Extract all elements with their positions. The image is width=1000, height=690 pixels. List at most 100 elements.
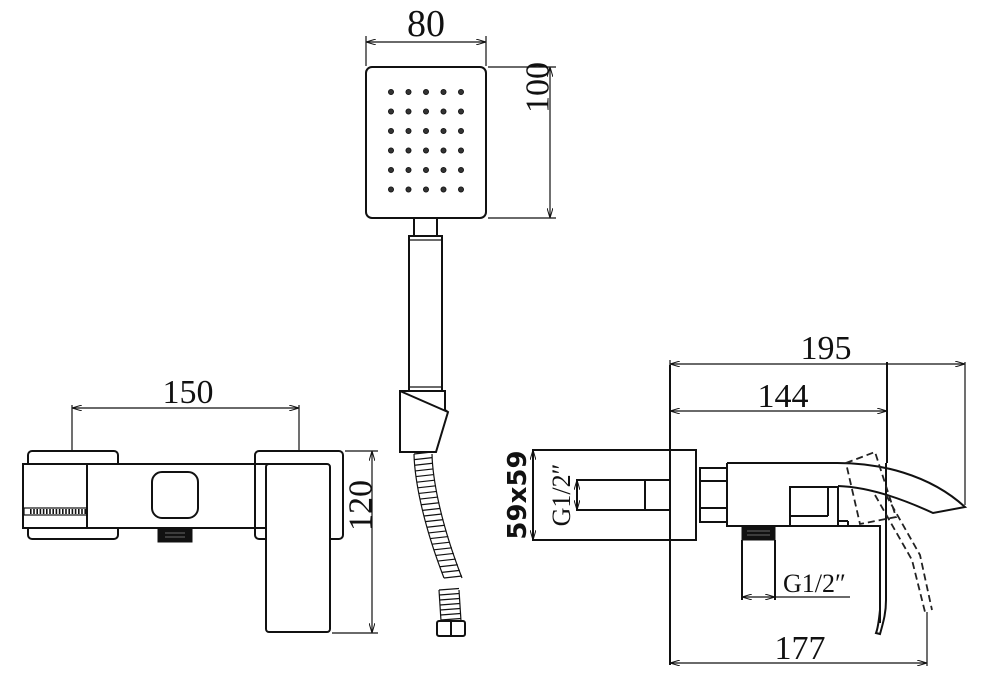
hose-rib [439,592,460,596]
knurl-tick [81,509,83,514]
hose-rib [439,564,458,568]
side-view: 195 144 177 59x59 G1/2″ G1/2″ [503,330,968,667]
lever [847,463,887,636]
knurl-tick [78,509,80,514]
outlet-thread [157,527,193,543]
knurl-tick [39,509,42,514]
hose-rib [425,519,444,523]
hose-rib [440,607,461,611]
hose-rib [415,468,434,472]
hose-rib [439,602,460,606]
cartridge-window [789,486,839,527]
hex-nut [699,467,728,523]
knurl-tick [55,509,58,514]
dim-177-label: 177 [775,630,826,667]
nozzle-dot [405,108,412,115]
nozzle-dot [387,166,394,173]
dimension-100: 100 [488,62,557,219]
dim-100-label: 100 [520,62,557,113]
knurl-tick [42,509,45,514]
dimension-outlet-thread: G1/2″ [743,569,850,598]
nozzle-dot [405,127,412,134]
hose-rib [440,617,461,621]
knurl-tick [62,509,64,514]
nozzle-dot [405,166,412,173]
knurl-tick [65,509,67,514]
nozzle-dot [405,89,412,96]
nozzle-dot [457,127,464,134]
nozzle-dot [457,147,464,154]
hose-rib [431,541,451,545]
nozzle-grid [387,89,464,193]
inlet-thread-label: G1/2″ [547,464,576,527]
nozzle-dot [405,147,412,154]
nozzle-dot [457,108,464,115]
knurl-tick [33,509,35,514]
hand-shower: 80 100 [365,3,557,637]
knurl-tick [71,509,74,514]
hose-rib [417,485,436,489]
dimension-inlet-thread: G1/2″ [547,464,577,527]
hose-rib [421,502,440,506]
right-body [265,463,331,633]
hose-rib [439,597,460,601]
nozzle-dot [440,89,447,96]
hose-rib [414,462,433,466]
nozzle-dot [422,127,429,134]
shower-hose [413,451,463,622]
hose-rib [426,524,445,528]
dimension-120: 120 [332,450,380,634]
outlet-thread-label: G1/2″ [783,569,846,598]
hose-edge [431,453,463,579]
inlet-pipe [576,479,671,511]
hose-rib [416,479,435,483]
hose-rib [418,490,437,495]
hose-rib [433,547,452,551]
lever-alt-position [844,450,933,613]
front-view: 150 120 [22,374,380,634]
hose-rib [443,575,463,579]
nozzle-dot [440,108,447,115]
hose-rib [415,473,435,478]
nozzle-dot [440,147,447,154]
hose-rib [423,513,442,517]
knurl-tick [84,509,86,514]
hose-rib [441,569,460,573]
dimension-80: 80 [365,3,487,66]
shower-head-outline [365,66,487,219]
knurl-strip [30,509,86,514]
dimension-59x59: 59x59 [503,450,533,539]
hose-rib [437,558,456,562]
center-cover [151,471,199,519]
dimension-144: 144 [671,378,888,420]
hose-rib [419,496,439,500]
dimension-150: 150 [71,374,300,450]
knurl-tick [46,509,48,514]
nozzle-dot [422,147,429,154]
nozzle-dot [440,166,447,173]
nozzle-dot [387,186,394,193]
shower-handle [408,235,443,392]
knurl-tick [52,509,54,514]
dim-80-label: 80 [407,3,445,45]
shower-neck [413,218,438,236]
hose-rib [422,507,441,511]
nozzle-dot [422,186,429,193]
knurl-tick [68,509,70,514]
nozzle-dot [440,186,447,193]
dim-195-label: 195 [801,330,852,367]
knurl-tick [36,509,38,514]
nozzle-dot [440,127,447,134]
nozzle-dot [387,147,394,154]
nozzle-dot [387,127,394,134]
nozzle-dot [387,89,394,96]
hose-rib [413,451,433,455]
hose-rib [414,457,433,461]
hose-connector [399,390,450,453]
hose-rib [435,552,454,557]
dim-120-label: 120 [343,480,380,531]
nozzle-dot [405,186,412,193]
knurl-tick [49,509,51,514]
nozzle-dot [422,108,429,115]
